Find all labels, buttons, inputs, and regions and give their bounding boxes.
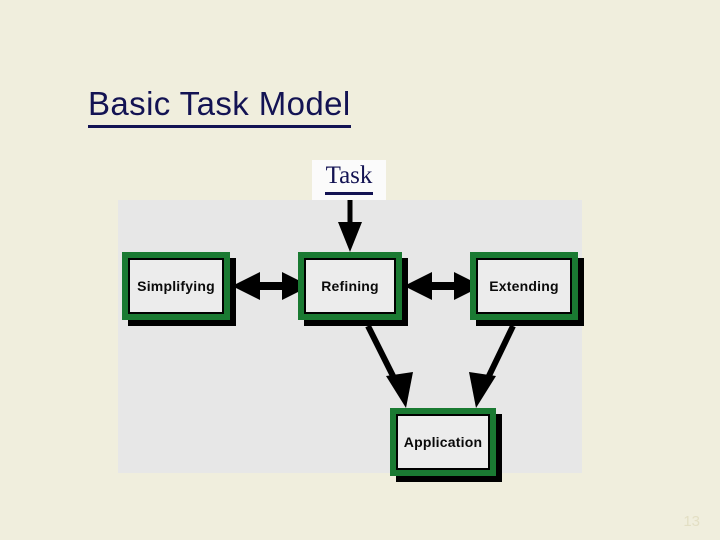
page-title: Basic Task Model (88, 85, 351, 129)
diagram-node-application[interactable]: Application (390, 408, 496, 476)
diagram-panel: Simplifying Refining Extending Applicati… (118, 200, 582, 476)
node-label-refining: Refining (321, 278, 379, 294)
task-caption: Task (312, 160, 386, 200)
node-label-extending: Extending (489, 278, 559, 294)
diagram-node-refining[interactable]: Refining (298, 252, 402, 320)
diagram-arrow-layer (232, 200, 516, 408)
node-inner: Simplifying (128, 258, 224, 314)
diagram-node-simplifying[interactable]: Simplifying (122, 252, 230, 320)
arrow-extending-to-application (469, 324, 516, 408)
diagram-node-extending[interactable]: Extending (470, 252, 578, 320)
node-label-application: Application (403, 434, 483, 450)
arrow-refining-to-application (365, 324, 413, 408)
node-inner: Refining (304, 258, 396, 314)
arrow-task-to-refining (338, 200, 362, 252)
node-inner: Application (396, 414, 490, 470)
arrow-refining-extending (404, 272, 482, 300)
page-number: 13 (683, 513, 700, 530)
arrow-simplifying-refining (232, 272, 310, 300)
node-label-simplifying: Simplifying (137, 278, 215, 294)
node-inner: Extending (476, 258, 572, 314)
task-caption-label: Task (324, 160, 374, 195)
